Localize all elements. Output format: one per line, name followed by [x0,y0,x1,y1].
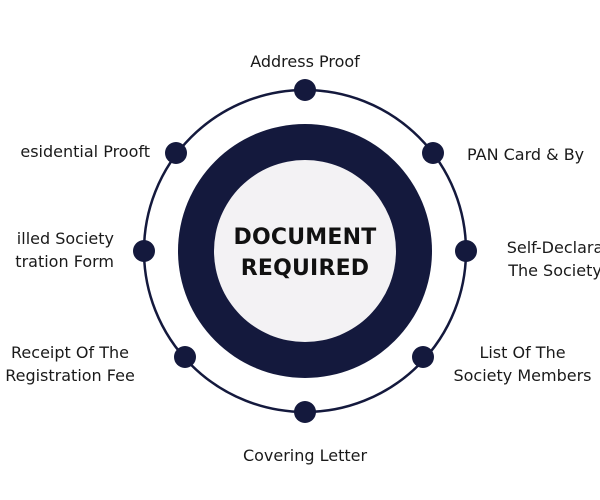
node-dot-pan-card [422,142,444,164]
label-registration-form: illed Society tration Form [15,229,114,271]
node-dot-self-declaration [455,240,477,262]
label-pan-card: PAN Card & By [467,145,585,164]
node-dot-covering-letter [294,401,316,423]
label-residential-proof: esidential Prooft [20,142,150,161]
label-address-proof: Address Proof [250,52,360,71]
node-dot-receipt-fee [174,346,196,368]
label-covering-letter: Covering Letter [242,446,368,465]
node-dot-address-proof [294,79,316,101]
node-dot-list-of-members [412,346,434,368]
node-dot-residential-proof [165,142,187,164]
label-list-of-members: List Of The Society Members [453,343,592,385]
center-title-line-2: REQUIRED [240,256,370,281]
label-receipt-fee: Receipt Of The Registration Fee [5,343,135,385]
node-dot-registration-form [133,240,155,262]
label-self-declaration: Self-Declara The Society [506,238,600,280]
center-title-line-1: DOCUMENT [233,225,377,250]
center-title: DOCUMENT REQUIRED [205,222,405,284]
inner-circle [214,160,396,342]
